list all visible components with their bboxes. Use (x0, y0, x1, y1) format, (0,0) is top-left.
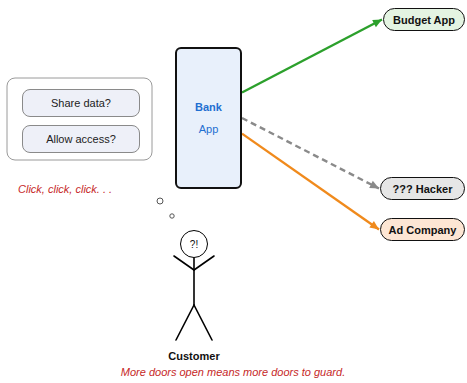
stick-figure (174, 256, 214, 340)
arrowhead (372, 20, 382, 28)
stick-head: ?! (180, 230, 208, 258)
caption: More doors open means more doors to guar… (121, 366, 345, 378)
node-text: ?! (190, 239, 198, 250)
button: Allow access? (22, 125, 140, 153)
data-flow-arrow (242, 20, 382, 93)
arrowhead (369, 181, 379, 189)
arrowhead (369, 221, 379, 229)
data-flow-arrow (242, 134, 379, 230)
thought-dot (157, 198, 163, 204)
service-pill: Budget App (383, 8, 465, 31)
app-box: BankApp (175, 47, 242, 189)
node-text: Ad Company (389, 224, 457, 236)
service-pill: Ad Company (380, 218, 465, 241)
button: Share data? (22, 89, 140, 117)
node-text: Share data? (51, 97, 111, 109)
node-text: Bank (195, 101, 222, 113)
node-text: App (199, 123, 219, 135)
popup-panel (7, 78, 152, 160)
thought-dot (170, 214, 174, 218)
node-text: ??? Hacker (393, 183, 453, 195)
data-flow-arrow (242, 118, 379, 189)
service-pill: ??? Hacker (380, 177, 465, 200)
node-text: Allow access? (46, 133, 116, 145)
note-text: Click, click, click. . . (18, 183, 112, 195)
node-text: Budget App (393, 14, 455, 26)
figure-label: Customer (168, 350, 219, 362)
